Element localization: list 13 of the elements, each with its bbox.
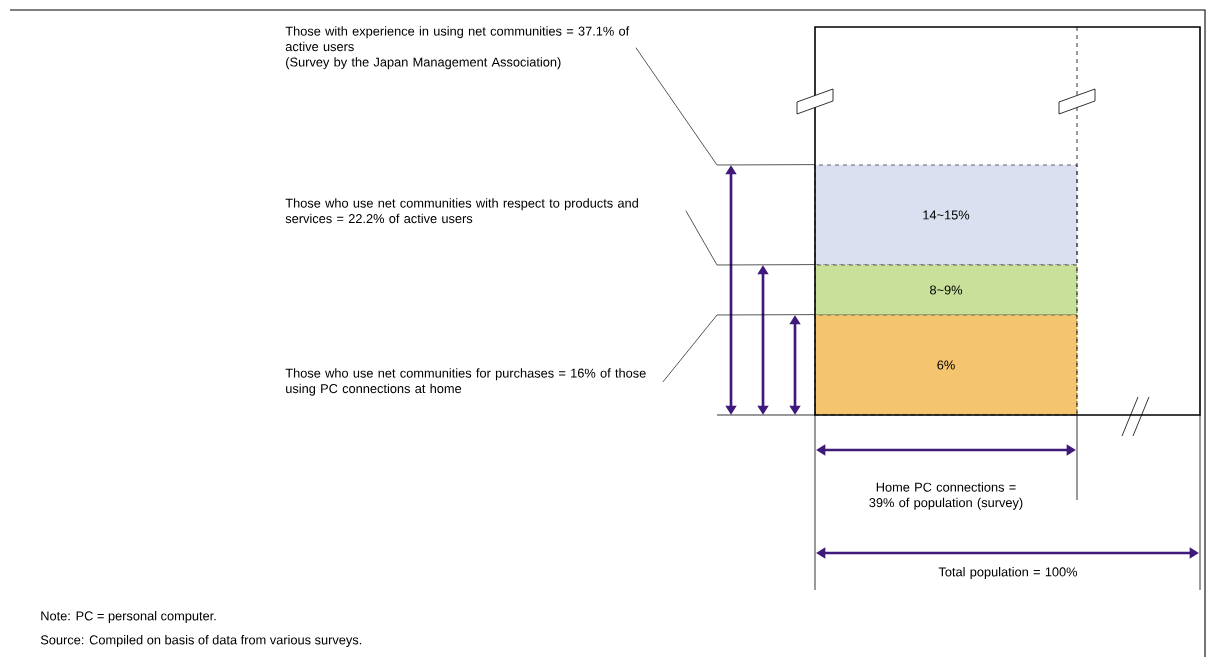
band-box: 14~15% xyxy=(814,164,1078,266)
annotation-text: Those who use net communities with respect to products and services = 22.2% of active users xyxy=(285,198,638,224)
annotation-text: Those who use net communities for purchases = 16% of those using PC connections at home xyxy=(285,368,646,396)
leader-line xyxy=(635,47,815,166)
footnote-text: Source: Compiled on basis of data from various surveys. xyxy=(40,635,362,647)
band-box: 6% xyxy=(814,314,1078,416)
dimension-label: Total population = 100% xyxy=(938,567,1078,579)
dimension-label: Home PC connections = 39% of population (survey) xyxy=(869,482,1023,510)
band-box: 8~9% xyxy=(814,264,1078,316)
leader-line xyxy=(662,314,815,383)
footnote-text: Note: PC = personal computer. xyxy=(41,611,216,623)
annotation-text: Those with experience in using net communities = 37.1% of active users (Survey by the Japan Management Association) xyxy=(285,26,630,70)
leader-line xyxy=(685,210,815,266)
